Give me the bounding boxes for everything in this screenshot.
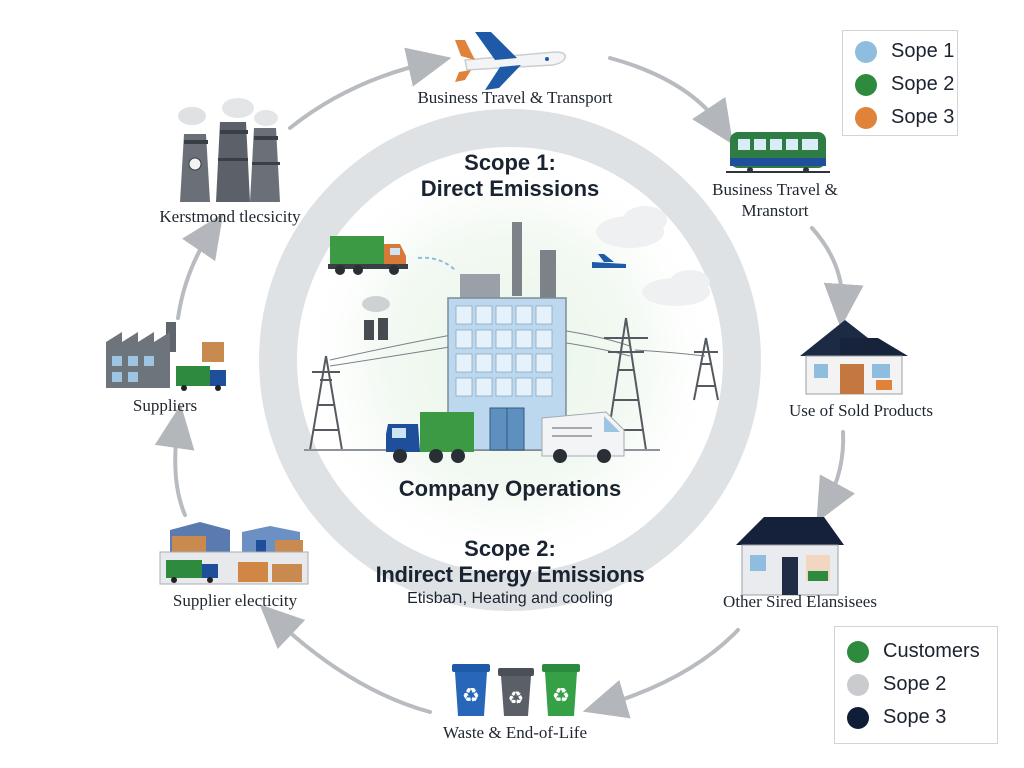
house-icon: [800, 320, 908, 395]
power-pylon-icon: [309, 355, 343, 451]
scope2-title: Scope 2:: [464, 536, 556, 561]
arrow-right-upper: [810, 226, 864, 328]
warehouse-icon: [159, 522, 309, 585]
scope1-subtitle: Direct Emissions: [420, 176, 600, 201]
company-operations-scene: [304, 206, 719, 463]
airplane-icon: [455, 32, 567, 90]
scope2-detail: Etisbaת, Heating and cooling: [407, 590, 613, 607]
node-label-business-travel-2-line1: Business Travel &: [712, 180, 838, 199]
legend-item-scope2-grey: Sope 2: [847, 668, 997, 701]
node-label-kerstmond-tlecsicity: Kerstmond tlecsicity: [159, 207, 301, 226]
house-2-icon: [736, 517, 844, 596]
arrow-left-upper: [176, 213, 224, 320]
legend-dot: [847, 673, 869, 696]
legend-dot: [847, 706, 869, 729]
legend-label: Sope 2: [883, 673, 947, 695]
legend-label: Sope 2: [891, 73, 955, 95]
company-operations-label: Company Operations: [398, 476, 622, 501]
svg-text:♻: ♻: [552, 683, 570, 707]
legend-item-scope3: Sope 3: [855, 101, 957, 134]
legend-label: Customers: [883, 640, 980, 662]
svg-text:♻: ♻: [508, 688, 524, 709]
node-label-suppliers: Suppliers: [132, 396, 198, 415]
legend-label: Sope 1: [891, 40, 955, 62]
legend-label: Sope 3: [883, 706, 947, 728]
arrow-bottom-right: [582, 628, 740, 719]
cycle-arrows: [154, 47, 864, 719]
legend-label: Sope 3: [891, 106, 955, 128]
scope-ring: [259, 109, 761, 611]
node-label-business-travel: Business Travel & Transport: [417, 88, 613, 107]
arrow-right-lower: [816, 430, 856, 523]
power-plant-icon: [178, 98, 280, 202]
legend-stakeholders: Customers Sope 2 Sope 3: [834, 626, 998, 744]
arrow-top-left: [288, 47, 452, 130]
van-icon: [541, 411, 625, 463]
arrow-bottom-left: [259, 604, 432, 714]
svg-text:♻: ♻: [462, 683, 480, 707]
arrow-top-right: [608, 56, 734, 145]
legend-item-scope2: Sope 2: [855, 68, 957, 101]
legend-dot: [855, 106, 877, 129]
legend-item-scope3-navy: Sope 3: [847, 701, 997, 734]
scope1-title: Scope 1:: [464, 150, 556, 175]
arrow-left-lower: [154, 404, 195, 517]
legend-item-scope1: Sope 1: [855, 35, 957, 68]
scope2-subtitle: Indirect Energy Emissions: [375, 562, 645, 587]
node-label-business-travel-2-line2: Mranstort: [741, 201, 809, 220]
legend-dot: [855, 40, 877, 63]
node-label-supplier-electricity: Supplier electicity: [172, 591, 298, 610]
train-icon: [726, 132, 830, 173]
legend-dot: [847, 640, 869, 663]
legend-item-customers: Customers: [847, 635, 997, 668]
delivery-truck-icon: [328, 236, 408, 275]
recycling-bins-icon: ♻ ♻ ♻: [452, 664, 580, 716]
node-label-use-of-sold-products: Use of Sold Products: [788, 401, 934, 420]
office-building-icon: [447, 222, 567, 451]
node-label-other-sired-elansisees: Other Sired Elansisees: [723, 592, 877, 611]
node-label-waste-end-of-life: Waste & End-of-Life: [442, 723, 588, 742]
legend-scopes: Sope 1 Sope 2 Sope 3: [842, 30, 958, 136]
factory-icon: [106, 322, 226, 391]
legend-dot: [855, 73, 877, 96]
freight-truck-icon: [386, 412, 474, 463]
